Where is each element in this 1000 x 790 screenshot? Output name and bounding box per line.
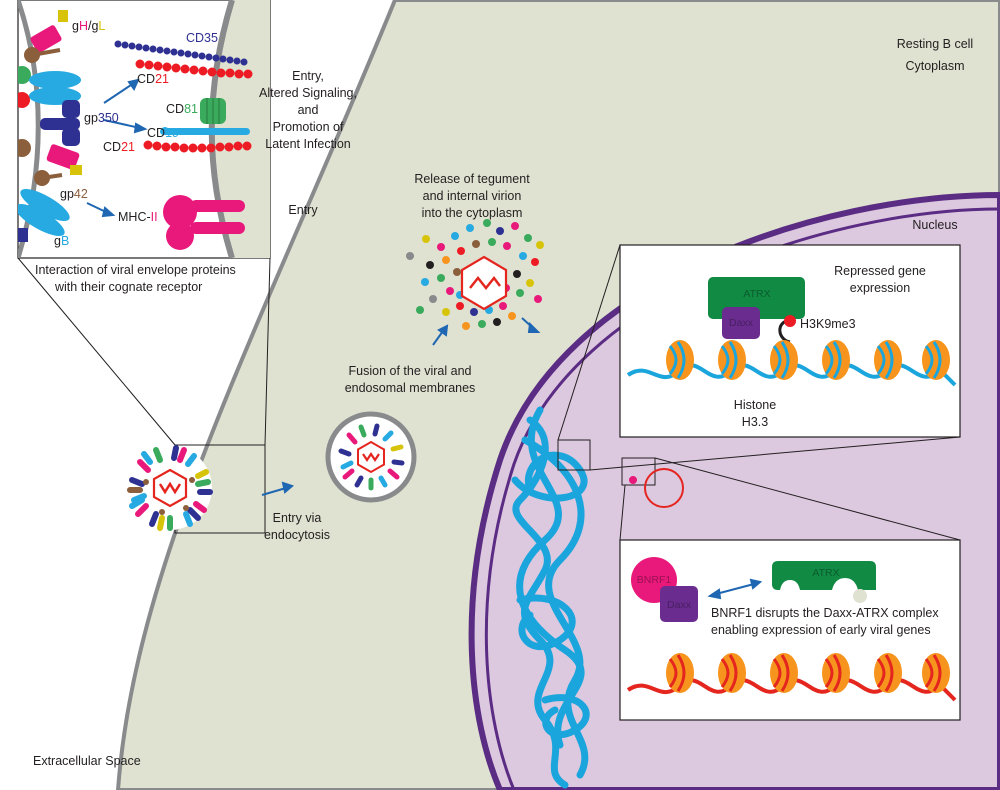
daxx-protein-top [722, 307, 760, 339]
label-entry-via: Entry via [273, 511, 322, 525]
label-gb: gB [54, 234, 69, 248]
label-release-1: Release of tegument [414, 172, 530, 186]
cd19-receptor [160, 127, 250, 135]
label-fusion-1: Fusion of the viral and [349, 364, 472, 378]
cd21-receptor-upper [135, 59, 253, 79]
mhc-ii-receptor [163, 195, 245, 250]
viral-envelope-proteins [18, 10, 82, 242]
outcome-line-1: Entry, [292, 69, 324, 83]
virion-extracellular [127, 445, 213, 531]
label-repressed-1: Repressed gene [834, 264, 926, 278]
label-disrupt-1: BNRF1 disrupts the Daxx-ATRX complex [711, 606, 939, 620]
outcome-line-3: and [298, 103, 319, 117]
label-cd35: CD35 [186, 31, 218, 45]
nucleosomes-top [666, 340, 950, 380]
receptor-inset: CD35 CD21 CD81 CD19 CD21 gp350 gp42 gB g… [17, 0, 357, 294]
endosome [325, 411, 417, 503]
vacated-site [853, 589, 867, 603]
zoom-box-chromatin [557, 439, 591, 471]
outcome-line-2: Altered Signaling, [259, 86, 357, 100]
label-cytoplasm: Cytoplasm [905, 59, 964, 73]
label-fusion-2: endosomal membranes [345, 381, 476, 395]
released-tegument [406, 219, 544, 330]
viral-episome [644, 468, 684, 508]
cd21-receptor-lower [143, 140, 252, 153]
capsid [460, 255, 508, 311]
label-atrx-top: ATRX [743, 288, 770, 300]
atrx-protein-bottom [772, 561, 876, 590]
interaction-arrows [86, 78, 148, 218]
release-arrows [432, 317, 541, 346]
arrow-endocytosis [261, 481, 294, 496]
label-endocytosis: endocytosis [264, 528, 330, 542]
label-h3k9me3: H3K9me3 [800, 317, 856, 331]
label-release-3: into the cytoplasm [422, 206, 523, 220]
label-cd19: CD19 [147, 126, 179, 140]
label-mhc-ii: MHC-II [118, 210, 158, 224]
label-gh-gl: gH/gL [72, 19, 105, 33]
label-release-2: and internal virion [423, 189, 522, 203]
label-gp350: gp350 [84, 111, 119, 125]
label-repressed-2: expression [850, 281, 910, 295]
cd35-receptor [114, 40, 248, 66]
outcome-entry: Entry [288, 203, 318, 217]
episome-marker [629, 476, 637, 484]
label-nucleus: Nucleus [912, 218, 957, 232]
label-gp42: gp42 [60, 187, 88, 201]
label-h3-3: H3.3 [742, 415, 768, 429]
daxx-protein-bottom [660, 586, 698, 622]
nucleosomes-bottom [666, 653, 950, 693]
label-bnrf1: BNRF1 [637, 574, 672, 586]
h3k9me3-mark [784, 315, 796, 327]
label-extracellular-space: Extracellular Space [33, 754, 141, 768]
inset-caption-line-1: Interaction of viral envelope proteins [35, 263, 236, 277]
label-daxx-top: Daxx [729, 317, 754, 329]
outcome-line-4: Promotion of [273, 120, 344, 134]
outcome-line-5: Latent Infection [265, 137, 351, 151]
label-atrx-bottom: ATRX [812, 567, 839, 579]
label-cd21-upper: CD21 [137, 72, 169, 86]
bnrf1-disruption-inset: BNRF1 Daxx ATRX BNRF1 disrupts the Daxx-… [619, 539, 961, 721]
inset-caption-line-2: with their cognate receptor [54, 280, 202, 294]
tegument-particles [406, 219, 544, 330]
label-cd81: CD81 [166, 102, 198, 116]
dissociation-arrow [707, 578, 763, 600]
cd81-receptor [200, 98, 226, 124]
repressed-chromatin-inset: Repressed gene expression ATRX Daxx H3K9… [619, 244, 961, 438]
label-disrupt-2: enabling expression of early viral genes [711, 623, 931, 637]
viral-genome [469, 275, 501, 291]
label-histone: Histone [734, 398, 776, 412]
label-cd21-lower: CD21 [103, 140, 135, 154]
label-resting-b-cell: Resting B cell [897, 37, 973, 51]
inset-connector-lines [17, 244, 961, 541]
label-daxx-bottom: Daxx [667, 599, 692, 611]
